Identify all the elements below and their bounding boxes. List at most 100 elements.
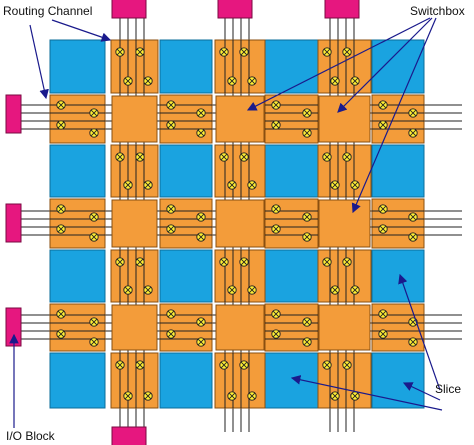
crossed-circle-switch-icon — [271, 224, 281, 234]
crossed-circle-switch-icon — [123, 180, 133, 190]
crossed-circle-switch-icon — [408, 128, 418, 138]
slice-block — [49, 144, 106, 198]
crossed-circle-switch-icon — [123, 285, 133, 295]
crossed-circle-switch-icon — [56, 224, 66, 234]
crossed-circle-switch-icon — [115, 257, 125, 267]
crossed-circle-switch-icon — [135, 360, 145, 370]
fabric-blocks — [49, 39, 425, 409]
crossed-circle-switch-icon — [219, 257, 229, 267]
switchbox — [215, 304, 265, 351]
crossed-circle-switch-icon — [56, 100, 66, 110]
crossed-circle-switch-icon — [302, 317, 312, 327]
slice-block — [371, 249, 425, 303]
crossed-circle-switch-icon — [115, 360, 125, 370]
crossed-circle-switch-icon — [89, 128, 99, 138]
crossed-circle-switch-icon — [330, 391, 340, 401]
crossed-circle-switch-icon — [322, 152, 332, 162]
annotation-arrow — [337, 17, 433, 113]
slice-label: Slice — [435, 382, 461, 396]
slice-block — [159, 144, 213, 198]
crossed-circle-switch-icon — [322, 360, 332, 370]
crossed-circle-switch-icon — [196, 337, 206, 347]
crossed-circle-switch-icon — [330, 180, 340, 190]
crossed-circle-switch-icon — [330, 76, 340, 86]
crossed-circle-switch-icon — [378, 120, 388, 130]
crossed-circle-switch-icon — [350, 76, 360, 86]
slice-block — [159, 352, 213, 409]
crossed-circle-switch-icon — [342, 47, 352, 57]
crossed-circle-switch-icon — [350, 391, 360, 401]
slice-block — [159, 249, 213, 303]
io-block — [217, 0, 253, 19]
annotation-arrow — [351, 17, 437, 214]
crossed-circle-switch-icon — [378, 224, 388, 234]
crossed-circle-switch-icon — [227, 180, 237, 190]
crossed-circle-switch-icon — [350, 285, 360, 295]
crossed-circle-switch-icon — [123, 76, 133, 86]
crossed-circle-switch-icon — [408, 337, 418, 347]
annotation-arrows — [9, 17, 443, 428]
crossed-circle-switch-icon — [378, 100, 388, 110]
crossed-circle-switch-icon — [322, 257, 332, 267]
crossed-circle-switch-icon — [89, 232, 99, 242]
crossed-circle-switch-icon — [408, 108, 418, 118]
io-block-label: I/O Block — [6, 429, 56, 443]
crossed-circle-switch-icon — [143, 391, 153, 401]
annotation-arrow — [29, 24, 49, 100]
crossed-circle-switch-icon — [89, 337, 99, 347]
crossed-circle-switch-icon — [342, 257, 352, 267]
crossed-circle-switch-icon — [342, 152, 352, 162]
switchbox — [111, 199, 158, 248]
crossed-circle-switch-icon — [196, 212, 206, 222]
slice-block — [371, 352, 425, 409]
slice-block — [371, 39, 425, 94]
crossed-circle-switch-icon — [196, 317, 206, 327]
crossed-circle-switch-icon — [239, 47, 249, 57]
crossed-circle-switch-icon — [271, 100, 281, 110]
annotation-arrow — [51, 19, 112, 42]
crossed-circle-switch-icon — [166, 224, 176, 234]
crossed-circle-switch-icon — [239, 360, 249, 370]
crossed-circle-switch-icon — [247, 180, 257, 190]
slice-block — [264, 249, 319, 303]
crossed-circle-switch-icon — [166, 329, 176, 339]
switchbox — [318, 304, 371, 351]
crossed-circle-switch-icon — [135, 257, 145, 267]
crossed-circle-switch-icon — [196, 108, 206, 118]
annotation-arrow — [290, 375, 443, 411]
slice-block — [49, 352, 106, 409]
crossed-circle-switch-icon — [166, 100, 176, 110]
slice-block — [264, 352, 319, 409]
crossed-circle-switch-icon — [239, 257, 249, 267]
crossed-circle-switch-icon — [166, 309, 176, 319]
crossed-circle-switch-icon — [239, 152, 249, 162]
crossed-circle-switch-icon — [135, 47, 145, 57]
io-block — [324, 0, 360, 19]
switchbox — [111, 95, 158, 143]
routing-channel-label: Routing Channel — [3, 4, 92, 18]
switchbox — [318, 199, 371, 248]
annotation-arrow — [246, 17, 431, 111]
switchbox-label: Switchbox — [410, 4, 465, 18]
crossed-circle-switch-icon — [196, 128, 206, 138]
crossed-circle-switch-icon — [166, 204, 176, 214]
crossed-circle-switch-icon — [271, 204, 281, 214]
crossed-circle-switch-icon — [219, 360, 229, 370]
crossed-circle-switch-icon — [350, 180, 360, 190]
io-block — [111, 426, 147, 445]
crossed-circle-switch-icon — [378, 309, 388, 319]
io-block — [5, 94, 22, 134]
slice-block — [159, 39, 213, 94]
crossed-circle-switch-icon — [143, 76, 153, 86]
crossed-circle-switch-icon — [143, 285, 153, 295]
crossed-circle-switch-icon — [143, 180, 153, 190]
crossed-circle-switch-icon — [302, 337, 312, 347]
crossed-circle-switch-icon — [342, 360, 352, 370]
crossed-circle-switch-icon — [56, 309, 66, 319]
crossed-circle-switch-icon — [408, 212, 418, 222]
slice-block — [49, 249, 106, 303]
crossed-circle-switch-icon — [271, 329, 281, 339]
crossed-circle-switch-icon — [408, 232, 418, 242]
crossed-circle-switch-icon — [302, 212, 312, 222]
